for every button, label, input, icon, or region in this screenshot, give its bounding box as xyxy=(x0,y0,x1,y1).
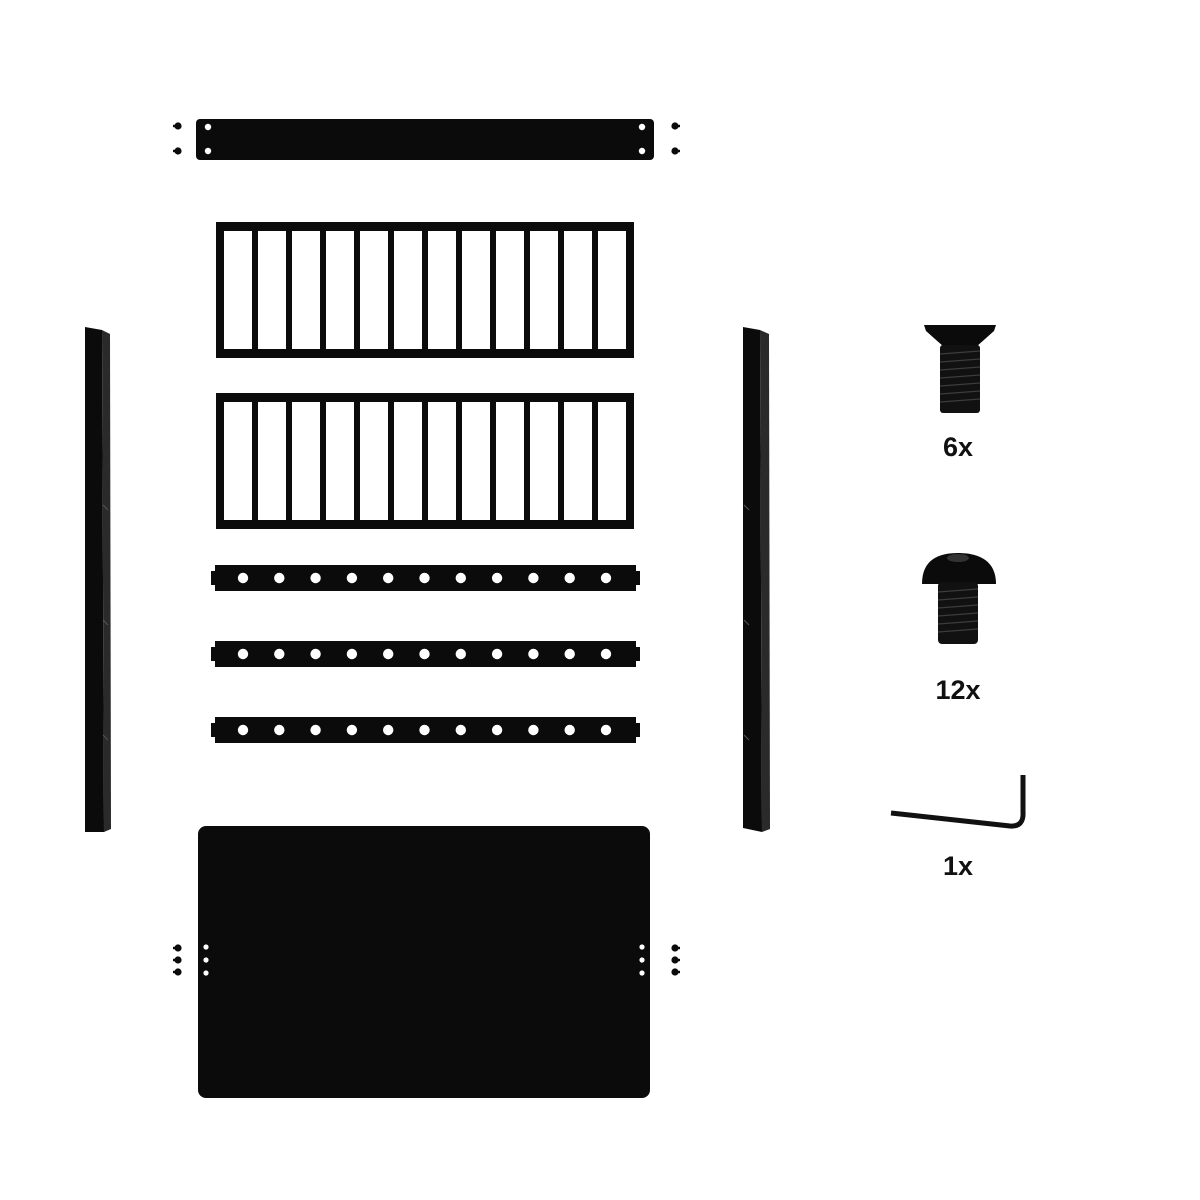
rail-hole xyxy=(491,724,503,736)
rail-hole xyxy=(528,648,539,660)
rail-hole xyxy=(455,724,466,736)
hex-key-icon xyxy=(890,775,1026,829)
bottom-plate xyxy=(198,826,650,1098)
rail-hole xyxy=(383,724,394,736)
rail-hole xyxy=(600,648,612,660)
rail-hole xyxy=(310,572,321,584)
countersunk-screw-icon xyxy=(924,325,996,413)
rail-hole xyxy=(491,648,503,660)
rail-hole xyxy=(310,724,321,736)
rail-hole xyxy=(274,648,285,660)
rail-hole xyxy=(528,572,539,584)
rail-hole xyxy=(274,724,285,736)
rail-hole xyxy=(528,724,539,736)
rail-hole xyxy=(455,572,466,584)
rail-hole xyxy=(346,648,358,660)
rail-hole xyxy=(600,724,612,736)
rail-hole xyxy=(237,648,249,660)
side-post-right xyxy=(743,327,770,832)
rail-hole xyxy=(419,572,430,584)
rail-hole xyxy=(383,572,394,584)
top-crossbar xyxy=(196,119,654,160)
rail-hole xyxy=(564,572,575,584)
rail-hole xyxy=(346,724,358,736)
perforated-rail xyxy=(211,565,640,591)
rail-hole xyxy=(383,648,394,660)
rail-hole xyxy=(564,648,575,660)
rail-hole xyxy=(491,572,503,584)
rail-hole xyxy=(600,572,612,584)
rail-hole xyxy=(310,648,321,660)
rail-hole xyxy=(419,648,430,660)
hex-key-quantity: 1x xyxy=(942,851,974,881)
slatted-panel-upper xyxy=(216,222,634,358)
side-post-left xyxy=(85,327,111,832)
button-head-screw-icon xyxy=(922,553,996,644)
rail-hole xyxy=(274,572,285,584)
rail-hole xyxy=(564,724,575,736)
perforated-rail xyxy=(211,641,640,667)
rail-hole xyxy=(237,724,249,736)
rail-hole xyxy=(237,572,249,584)
rail-hole xyxy=(455,648,466,660)
rail-hole xyxy=(346,572,358,584)
slatted-panel-lower xyxy=(216,393,634,529)
countersunk-screw-quantity: 6x xyxy=(942,432,974,462)
perforated-rail xyxy=(211,717,640,743)
rail-hole xyxy=(419,724,430,736)
button-head-screw-quantity: 12x xyxy=(935,675,981,705)
